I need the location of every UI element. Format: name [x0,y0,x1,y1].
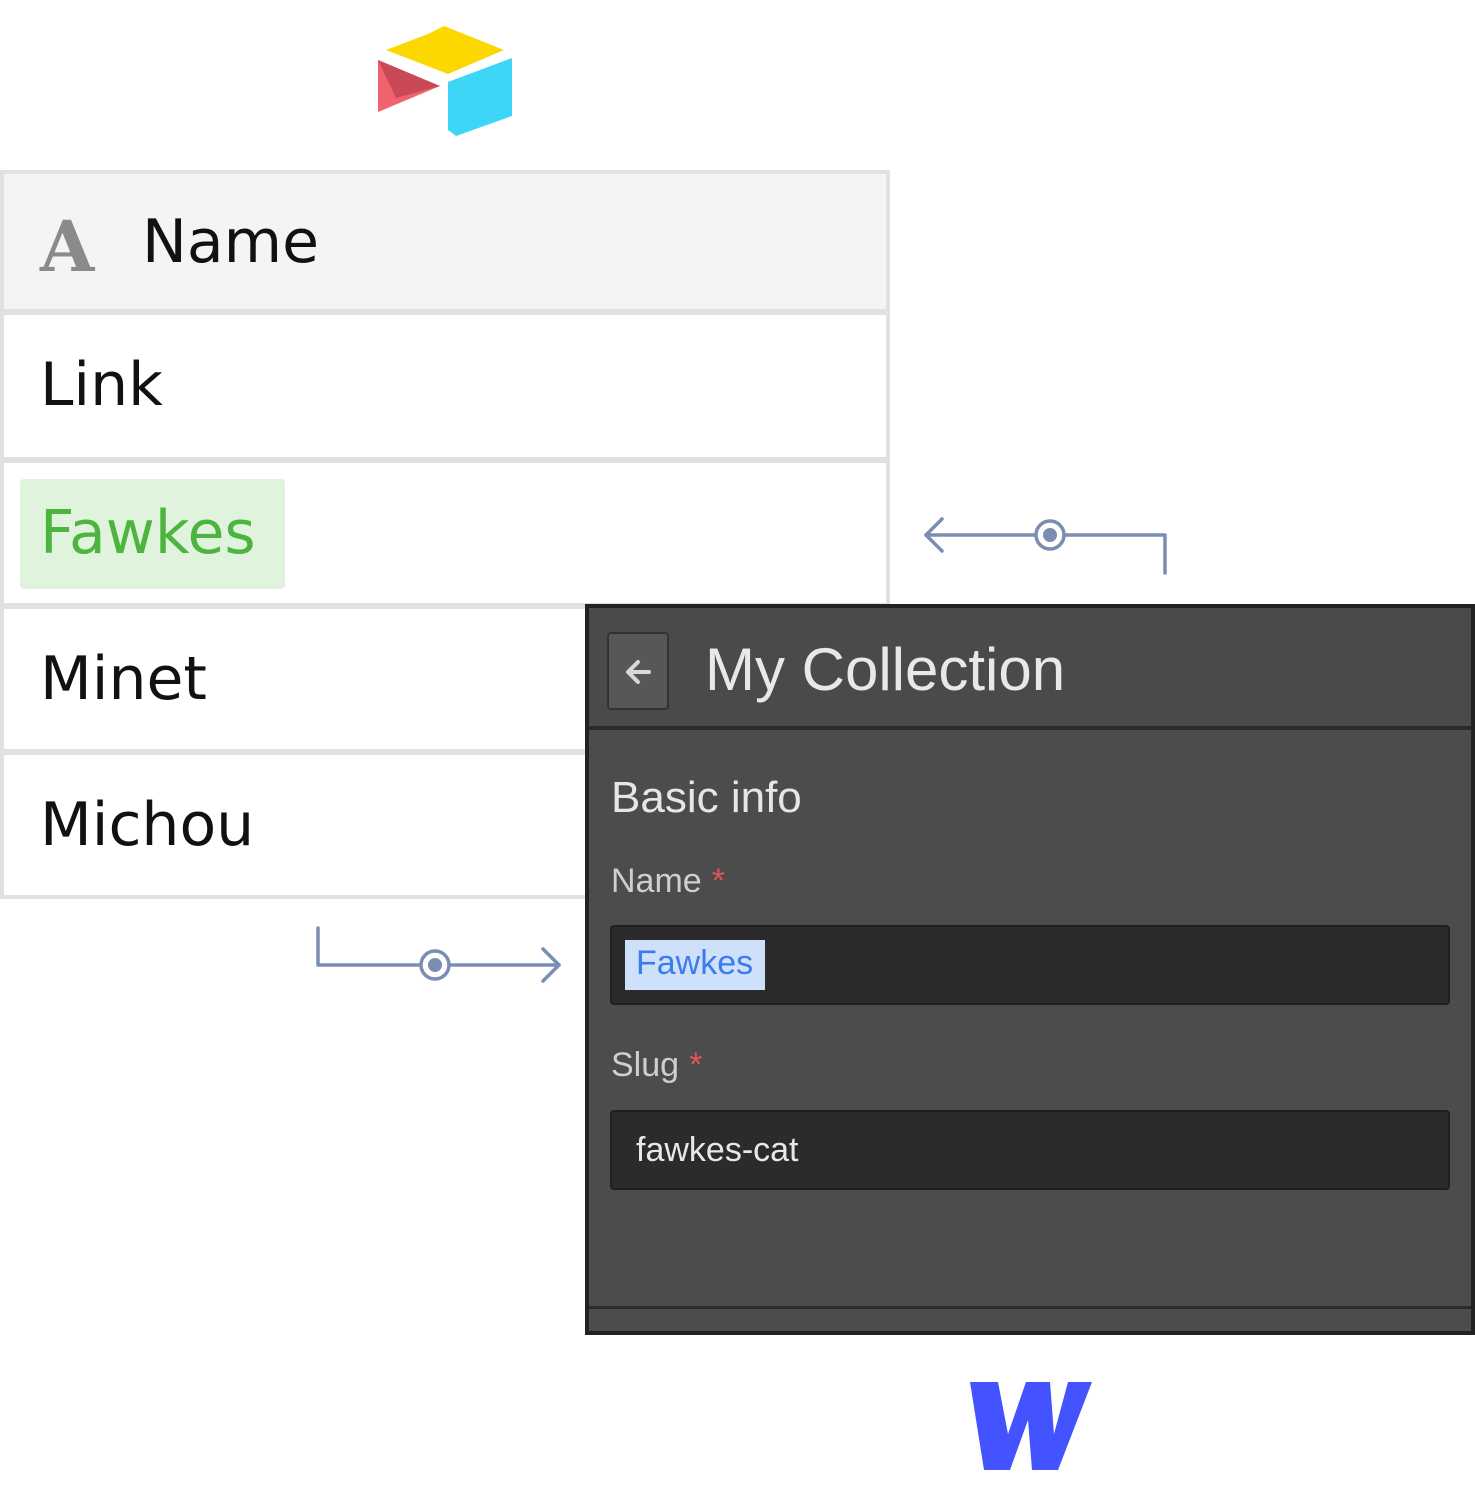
row-name-cell: Michou [40,790,255,860]
slug-field-label: Slug* [611,1048,702,1082]
arrow-left-icon [626,660,651,684]
table-row[interactable]: Link [0,311,890,461]
slug-input-value: fawkes-cat [636,1131,799,1169]
text-field-type-icon: A [40,205,95,288]
back-button[interactable] [607,632,669,710]
name-input-value: Fawkes [636,944,754,982]
column-header-label: Name [142,207,320,277]
airtable-logo [378,26,512,136]
column-header-name[interactable]: A Name [0,170,890,313]
required-marker: * [689,1046,703,1084]
slug-input[interactable]: fawkes-cat [610,1110,1450,1190]
name-input[interactable]: Fawkes [610,925,1450,1005]
selected-cell-highlight: Fawkes [20,479,285,589]
arrow-left-connector-icon [924,517,1167,575]
required-marker: * [711,862,725,900]
name-field-label: Name* [611,864,725,898]
panel-header: My Collection [589,608,1471,730]
arrow-right-connector-icon [316,926,561,983]
webflow-logo [970,1382,1092,1470]
panel-footer-divider [589,1306,1471,1309]
panel-title: My Collection [705,636,1066,703]
row-name-cell: Fawkes [40,498,256,568]
table-row-selected[interactable]: Fawkes [0,459,890,607]
section-title: Basic info [611,773,802,822]
webflow-collection-panel: My Collection Basic info Name* Fawkes Sl… [585,604,1475,1335]
row-name-cell: Minet [40,644,207,714]
row-name-cell: Link [40,350,163,420]
text-selection: Fawkes [625,940,765,990]
slug-label-text: Slug [611,1046,680,1084]
name-label-text: Name [611,862,702,900]
